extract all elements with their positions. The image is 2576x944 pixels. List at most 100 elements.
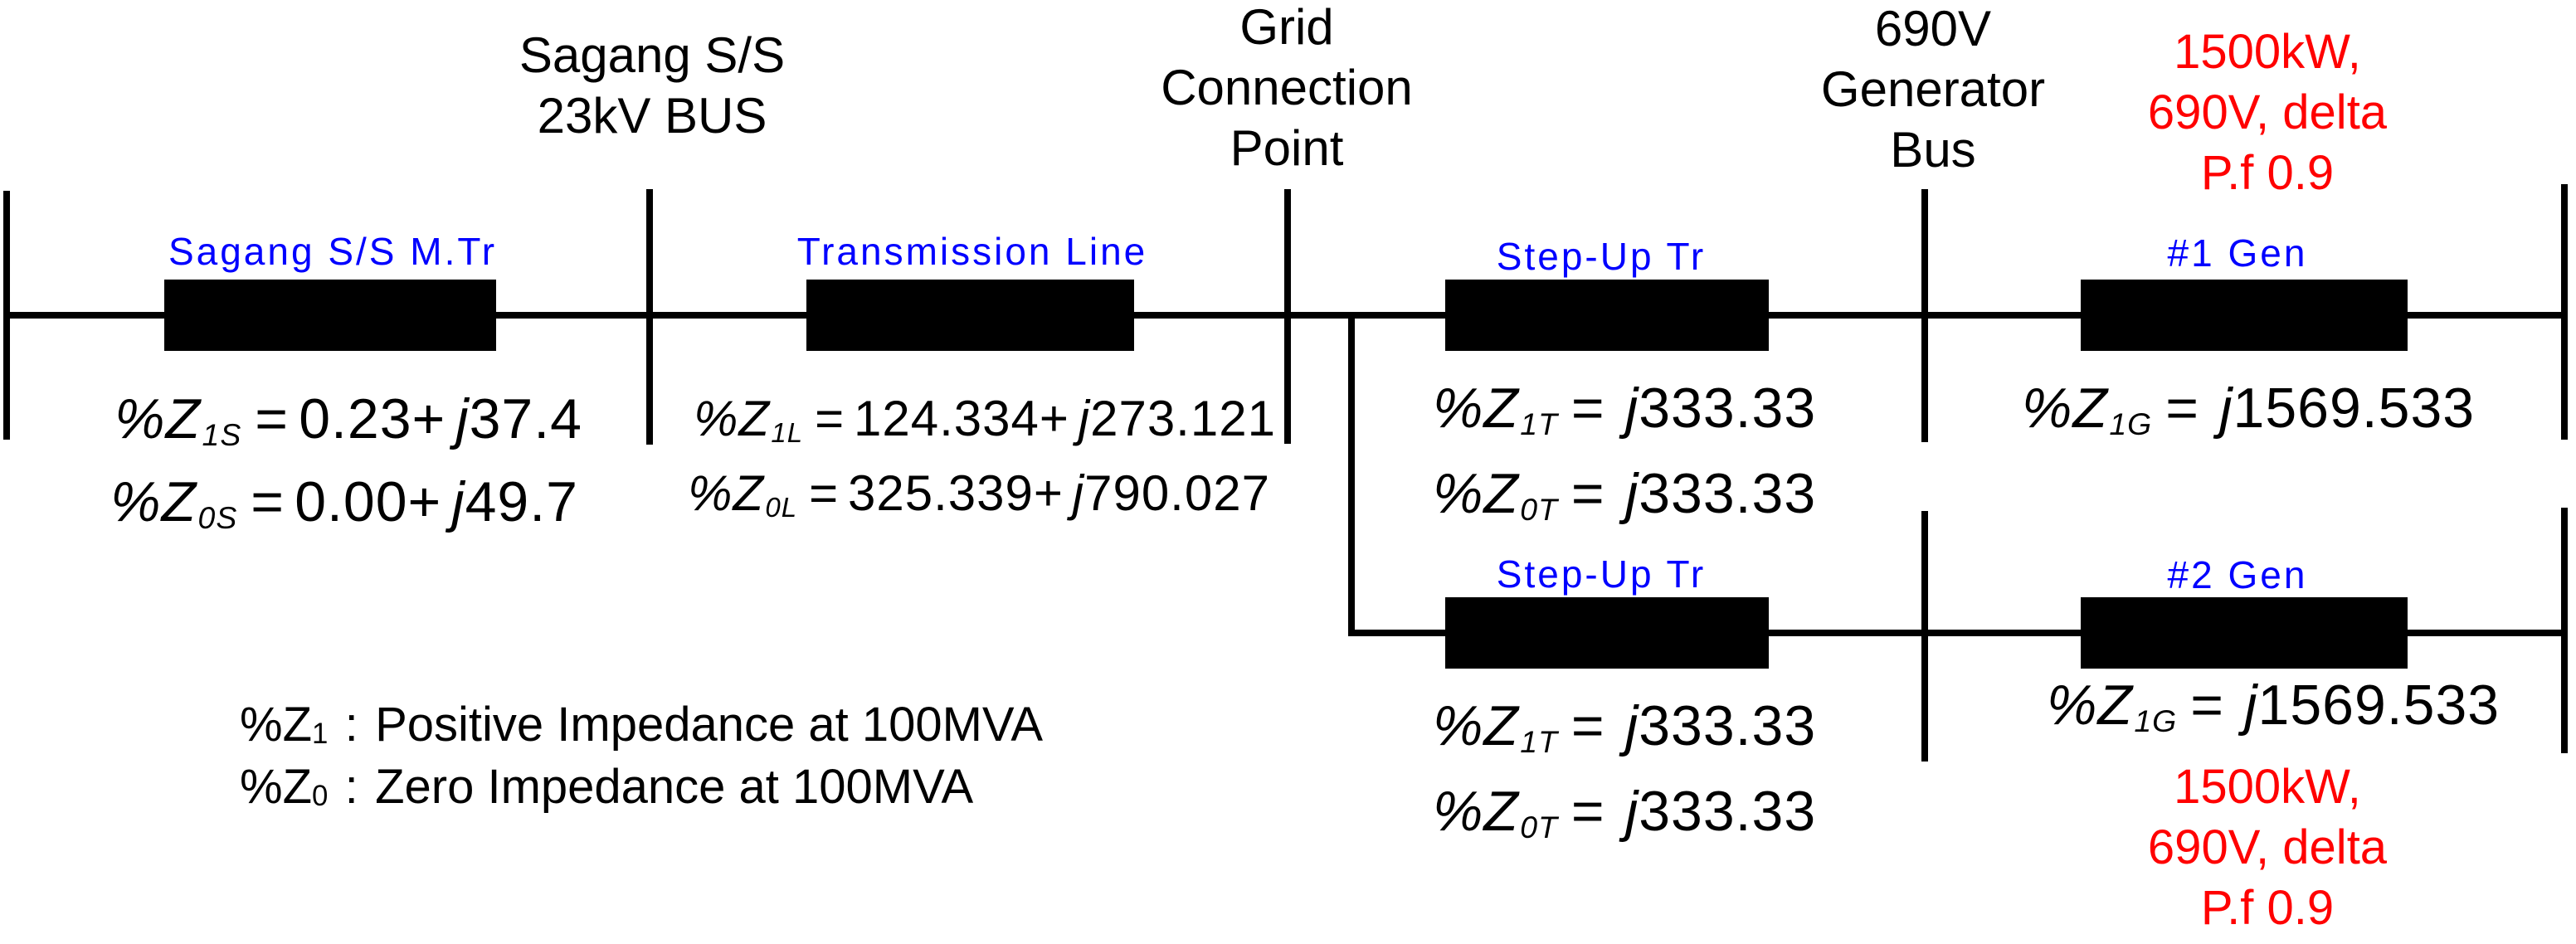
j-operator: j	[1625, 694, 1639, 757]
formula-subscript: 1S	[202, 416, 242, 452]
percent-z-symbol: %Z	[1432, 462, 1519, 525]
z0l-formula: %Z0L=325.339+j790.027	[688, 465, 1270, 522]
rating-line: 1500kW,	[2174, 25, 2361, 79]
z0t2-formula: %Z0T=j333.33	[1432, 780, 1817, 843]
imag-part: 273.121	[1090, 391, 1276, 446]
gen2-label: #2 Gen	[2167, 553, 2308, 596]
legend-subscript: 1	[312, 717, 329, 750]
equals-sign: =	[251, 470, 285, 533]
imag-part: 333.33	[1639, 377, 1817, 440]
gen1-terminal-line	[2561, 184, 2568, 440]
grid-connection-point-line	[1284, 189, 1291, 444]
generator-bus-title: 690V Generator Bus	[1821, 0, 2045, 180]
z1g1-formula: %Z1G=j1569.533	[2021, 377, 2475, 441]
gen1-rating-text: 1500kW, 690V, delta P.f 0.9	[2148, 22, 2387, 203]
equals-sign: =	[1570, 462, 1605, 525]
title-line: 690V	[1874, 1, 1992, 56]
legend-subscript: 0	[312, 779, 329, 812]
generator-bus-line-upper	[1921, 189, 1928, 442]
mtr-label: Sagang S/S M.Tr	[168, 230, 498, 273]
title-line: Grid	[1239, 0, 1334, 55]
formula-subscript: 0T	[1520, 491, 1558, 527]
mtr-impedance-block	[164, 280, 496, 351]
title-line: Point	[1230, 120, 1344, 176]
imag-part: 333.33	[1639, 694, 1817, 757]
j-operator: j	[1625, 462, 1639, 525]
j-operator: j	[1625, 377, 1639, 440]
rating-line: 690V, delta	[2147, 820, 2388, 874]
percent-z-symbol: %Z	[2046, 674, 2133, 737]
legend-zero: %Z0:Zero Impedance at 100MVA	[240, 759, 973, 815]
title-line: Connection	[1161, 60, 1413, 115]
z1l-formula: %Z1L=124.334+j273.121	[694, 391, 1276, 448]
rating-line: P.f 0.9	[2200, 881, 2335, 935]
z1s-formula: %Z1S=0.23+j37.4	[114, 387, 582, 452]
equals-sign: =	[1570, 694, 1605, 757]
gen2-terminal-line	[2561, 508, 2568, 753]
j-operator: j	[455, 387, 470, 450]
stepup-tr1-label: Step-Up Tr	[1496, 235, 1707, 278]
legend-desc: Positive Impedance at 100MVA	[375, 698, 1043, 752]
source-terminal-line	[3, 191, 10, 440]
percent-z-symbol: %Z	[114, 387, 202, 450]
equals-sign: =	[1570, 780, 1605, 843]
formula-subscript: 1L	[771, 416, 804, 448]
formula-subscript: 0S	[197, 499, 238, 535]
sagang-bus-title: Sagang S/S 23kV BUS	[519, 25, 785, 146]
imag-part: 333.33	[1639, 462, 1817, 525]
real-part: 124.334+	[854, 391, 1069, 446]
equals-sign: =	[809, 465, 840, 521]
z1t2-formula: %Z1T = j333.33	[1432, 694, 1817, 759]
percent-z-symbol: %Z	[688, 465, 765, 521]
percent-z-symbol: %Z	[2021, 377, 2108, 440]
j-operator: j	[2219, 377, 2233, 440]
formula-subscript: 1G	[2134, 703, 2178, 738]
z1g2-formula: %Z1G=j1569.533	[2046, 674, 2500, 738]
stepup-tr2-impedance-block	[1445, 597, 1769, 669]
title-line: Bus	[1890, 122, 1976, 178]
imag-part: 37.4	[469, 387, 582, 450]
generator-bus-line-lower	[1921, 511, 1928, 762]
rating-line: 1500kW,	[2174, 760, 2361, 814]
z0t1-formula: %Z0T = j333.33	[1432, 462, 1817, 525]
gen2-feeder-line	[1348, 630, 2567, 636]
stepup-tr2-label: Step-Up Tr	[1496, 552, 1707, 596]
z0s-formula: %Z0S =0.00+j49.7	[110, 470, 578, 535]
percent-z-symbol: %Z	[1432, 694, 1519, 757]
j-operator: j	[2244, 674, 2258, 737]
real-part: 0.00+	[295, 470, 442, 533]
rating-line: P.f 0.9	[2200, 146, 2335, 200]
branch-line	[1348, 312, 1355, 635]
grid-connection-title: Grid Connection Point	[1161, 0, 1413, 178]
equals-sign: =	[2190, 674, 2224, 737]
imag-part: 49.7	[465, 470, 578, 533]
gen2-impedance-block	[2081, 597, 2408, 669]
percent-z-symbol: %Z	[694, 391, 771, 446]
gen1-impedance-block	[2081, 280, 2408, 351]
equals-sign: =	[255, 387, 289, 450]
rating-line: 690V, delta	[2147, 85, 2388, 139]
j-operator: j	[451, 470, 465, 533]
formula-subscript: 1T	[1520, 723, 1558, 759]
transmission-line-label: Transmission Line	[796, 230, 1148, 273]
real-part: 325.339+	[848, 465, 1064, 521]
legend-prefix: %Z	[240, 760, 312, 814]
transmission-line-impedance-block	[806, 280, 1134, 351]
colon: :	[344, 698, 358, 752]
equals-sign: =	[2165, 377, 2199, 440]
imag-part: 333.33	[1639, 780, 1817, 843]
percent-z-symbol: %Z	[1432, 780, 1519, 843]
gen1-label: #1 Gen	[2167, 231, 2308, 275]
formula-subscript: 1G	[2109, 406, 2153, 441]
percent-z-symbol: %Z	[110, 470, 197, 533]
j-operator: j	[1625, 780, 1639, 843]
j-operator: j	[1078, 391, 1091, 446]
equals-sign: =	[1570, 377, 1605, 440]
title-line: 23kV BUS	[537, 88, 767, 144]
formula-subscript: 0L	[765, 491, 798, 523]
z1t1-formula: %Z1T = j333.33	[1432, 377, 1817, 441]
percent-z-symbol: %Z	[1432, 377, 1519, 440]
formula-subscript: 1T	[1520, 406, 1558, 441]
imag-part: 790.027	[1084, 465, 1270, 521]
